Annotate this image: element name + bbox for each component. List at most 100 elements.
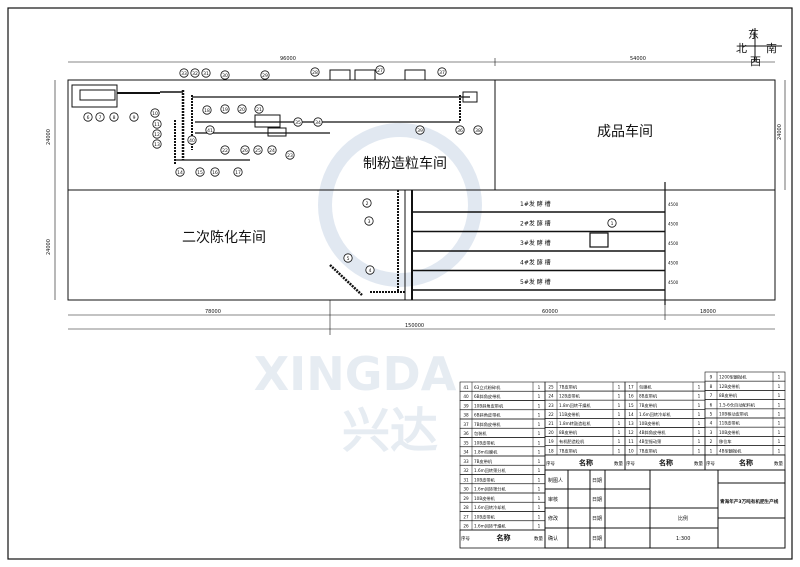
row-number: 14 — [628, 412, 634, 417]
callout-number: 37 — [439, 70, 445, 76]
row-name: 11B皮带机 — [559, 411, 581, 418]
callout-bubble: 3 — [364, 216, 374, 226]
callout-number: 28 — [312, 70, 318, 76]
callout-number: 1 — [611, 221, 614, 227]
title-block: 制图人 审核 修改 确认 日期 日期 日期 日期 比例 1:300 青海年产3万… — [544, 469, 786, 549]
row-qty: 1 — [538, 468, 541, 473]
callout-number: 26 — [242, 148, 248, 154]
row-name: 7B皮带机 — [474, 458, 493, 465]
row-qty: 1 — [538, 459, 541, 464]
tank-label: 3#发 酵 槽 — [520, 239, 551, 247]
row-number: 9 — [710, 375, 713, 380]
row-number: 3 — [710, 430, 713, 435]
row-number: 38 — [463, 413, 469, 418]
callout-number: 35 — [295, 120, 301, 126]
row-name: 7B皮带机 — [559, 384, 578, 391]
row-qty: 1 — [538, 505, 541, 510]
table-header: 序号名称数量 — [459, 529, 546, 549]
row-number: 7 — [710, 393, 713, 398]
compass-east: 东 — [748, 28, 759, 41]
lane-dimension: 4500 — [668, 280, 679, 285]
callout-bubble: 38 — [473, 125, 483, 135]
callout-bubble: 4 — [365, 265, 375, 275]
row-qty: 1 — [538, 514, 541, 519]
room-label-aging: 二次陈化车间 — [182, 229, 266, 246]
callout-bubble: 14 — [175, 167, 185, 177]
header-name: 名称 — [739, 458, 753, 467]
row-number: 37 — [463, 422, 469, 427]
row-name: 10B皮带机 — [474, 495, 496, 502]
callout-bubble: 40 — [187, 135, 197, 145]
row-number: 8 — [710, 384, 713, 389]
revise-label: 修改 — [548, 515, 558, 522]
row-number: 41 — [463, 385, 469, 390]
callout-number: 36 — [457, 128, 463, 134]
row-number: 18 — [548, 448, 554, 453]
callout-number: 10 — [152, 111, 158, 117]
row-number: 12 — [628, 430, 634, 435]
row-number: 17 — [628, 385, 634, 390]
row-number: 10 — [628, 448, 634, 453]
row-number: 19 — [548, 439, 554, 444]
row-number: 4 — [710, 421, 713, 426]
row-qty: 1 — [618, 430, 621, 435]
row-qty: 1 — [778, 393, 781, 398]
row-qty: 1 — [538, 450, 541, 455]
row-qty: 1 — [538, 496, 541, 501]
callout-number: 9 — [133, 115, 136, 121]
row-number: 20 — [548, 430, 554, 435]
row-qty: 1 — [618, 394, 621, 399]
row-qty: 1 — [778, 430, 781, 435]
row-name: 1.6m回转筛分机 — [474, 467, 506, 474]
callout-bubble: 18 — [202, 105, 212, 115]
dimension-label: 54000 — [630, 56, 646, 62]
callout-number: 23 — [287, 153, 293, 159]
header-no: 序号 — [546, 460, 555, 467]
row-name: 7B皮带机 — [559, 447, 578, 454]
row-name: 8B皮带机 — [559, 429, 578, 436]
date-label: 日期 — [592, 478, 602, 484]
callout-number: 4 — [369, 268, 372, 274]
date-label: 日期 — [592, 536, 602, 542]
callout-number: 34 — [315, 120, 321, 126]
row-number: 11 — [628, 439, 634, 444]
row-number: 31 — [463, 477, 469, 482]
row-name: 1.8m包膜机 — [474, 449, 498, 456]
row-qty: 1 — [698, 412, 701, 417]
table-header: 序号名称数量 — [624, 454, 706, 471]
row-qty: 1 — [698, 439, 701, 444]
callout-bubble: 31 — [201, 68, 211, 78]
callout-bubble: 23 — [285, 150, 295, 160]
callout-number: 19 — [222, 107, 228, 113]
row-qty: 1 — [698, 430, 701, 435]
callout-bubble: 21 — [254, 104, 264, 114]
header-qty: 数量 — [534, 535, 543, 542]
row-qty: 1 — [618, 412, 621, 417]
row-name: 4B型翻抛机 — [719, 447, 742, 454]
row-name: 1200型翻抛机 — [719, 374, 747, 381]
scale-label: 比例 — [678, 515, 688, 522]
row-qty: 1 — [538, 487, 541, 492]
date-label: 日期 — [592, 516, 602, 522]
callout-number: 12 — [154, 132, 160, 138]
header-qty: 数量 — [774, 460, 783, 467]
row-name: 10B皮带机 — [474, 439, 496, 446]
row-qty: 1 — [618, 403, 621, 408]
dimension-label: 78000 — [205, 309, 221, 315]
watermark-logo: XINGDA 兴达 — [254, 123, 482, 459]
